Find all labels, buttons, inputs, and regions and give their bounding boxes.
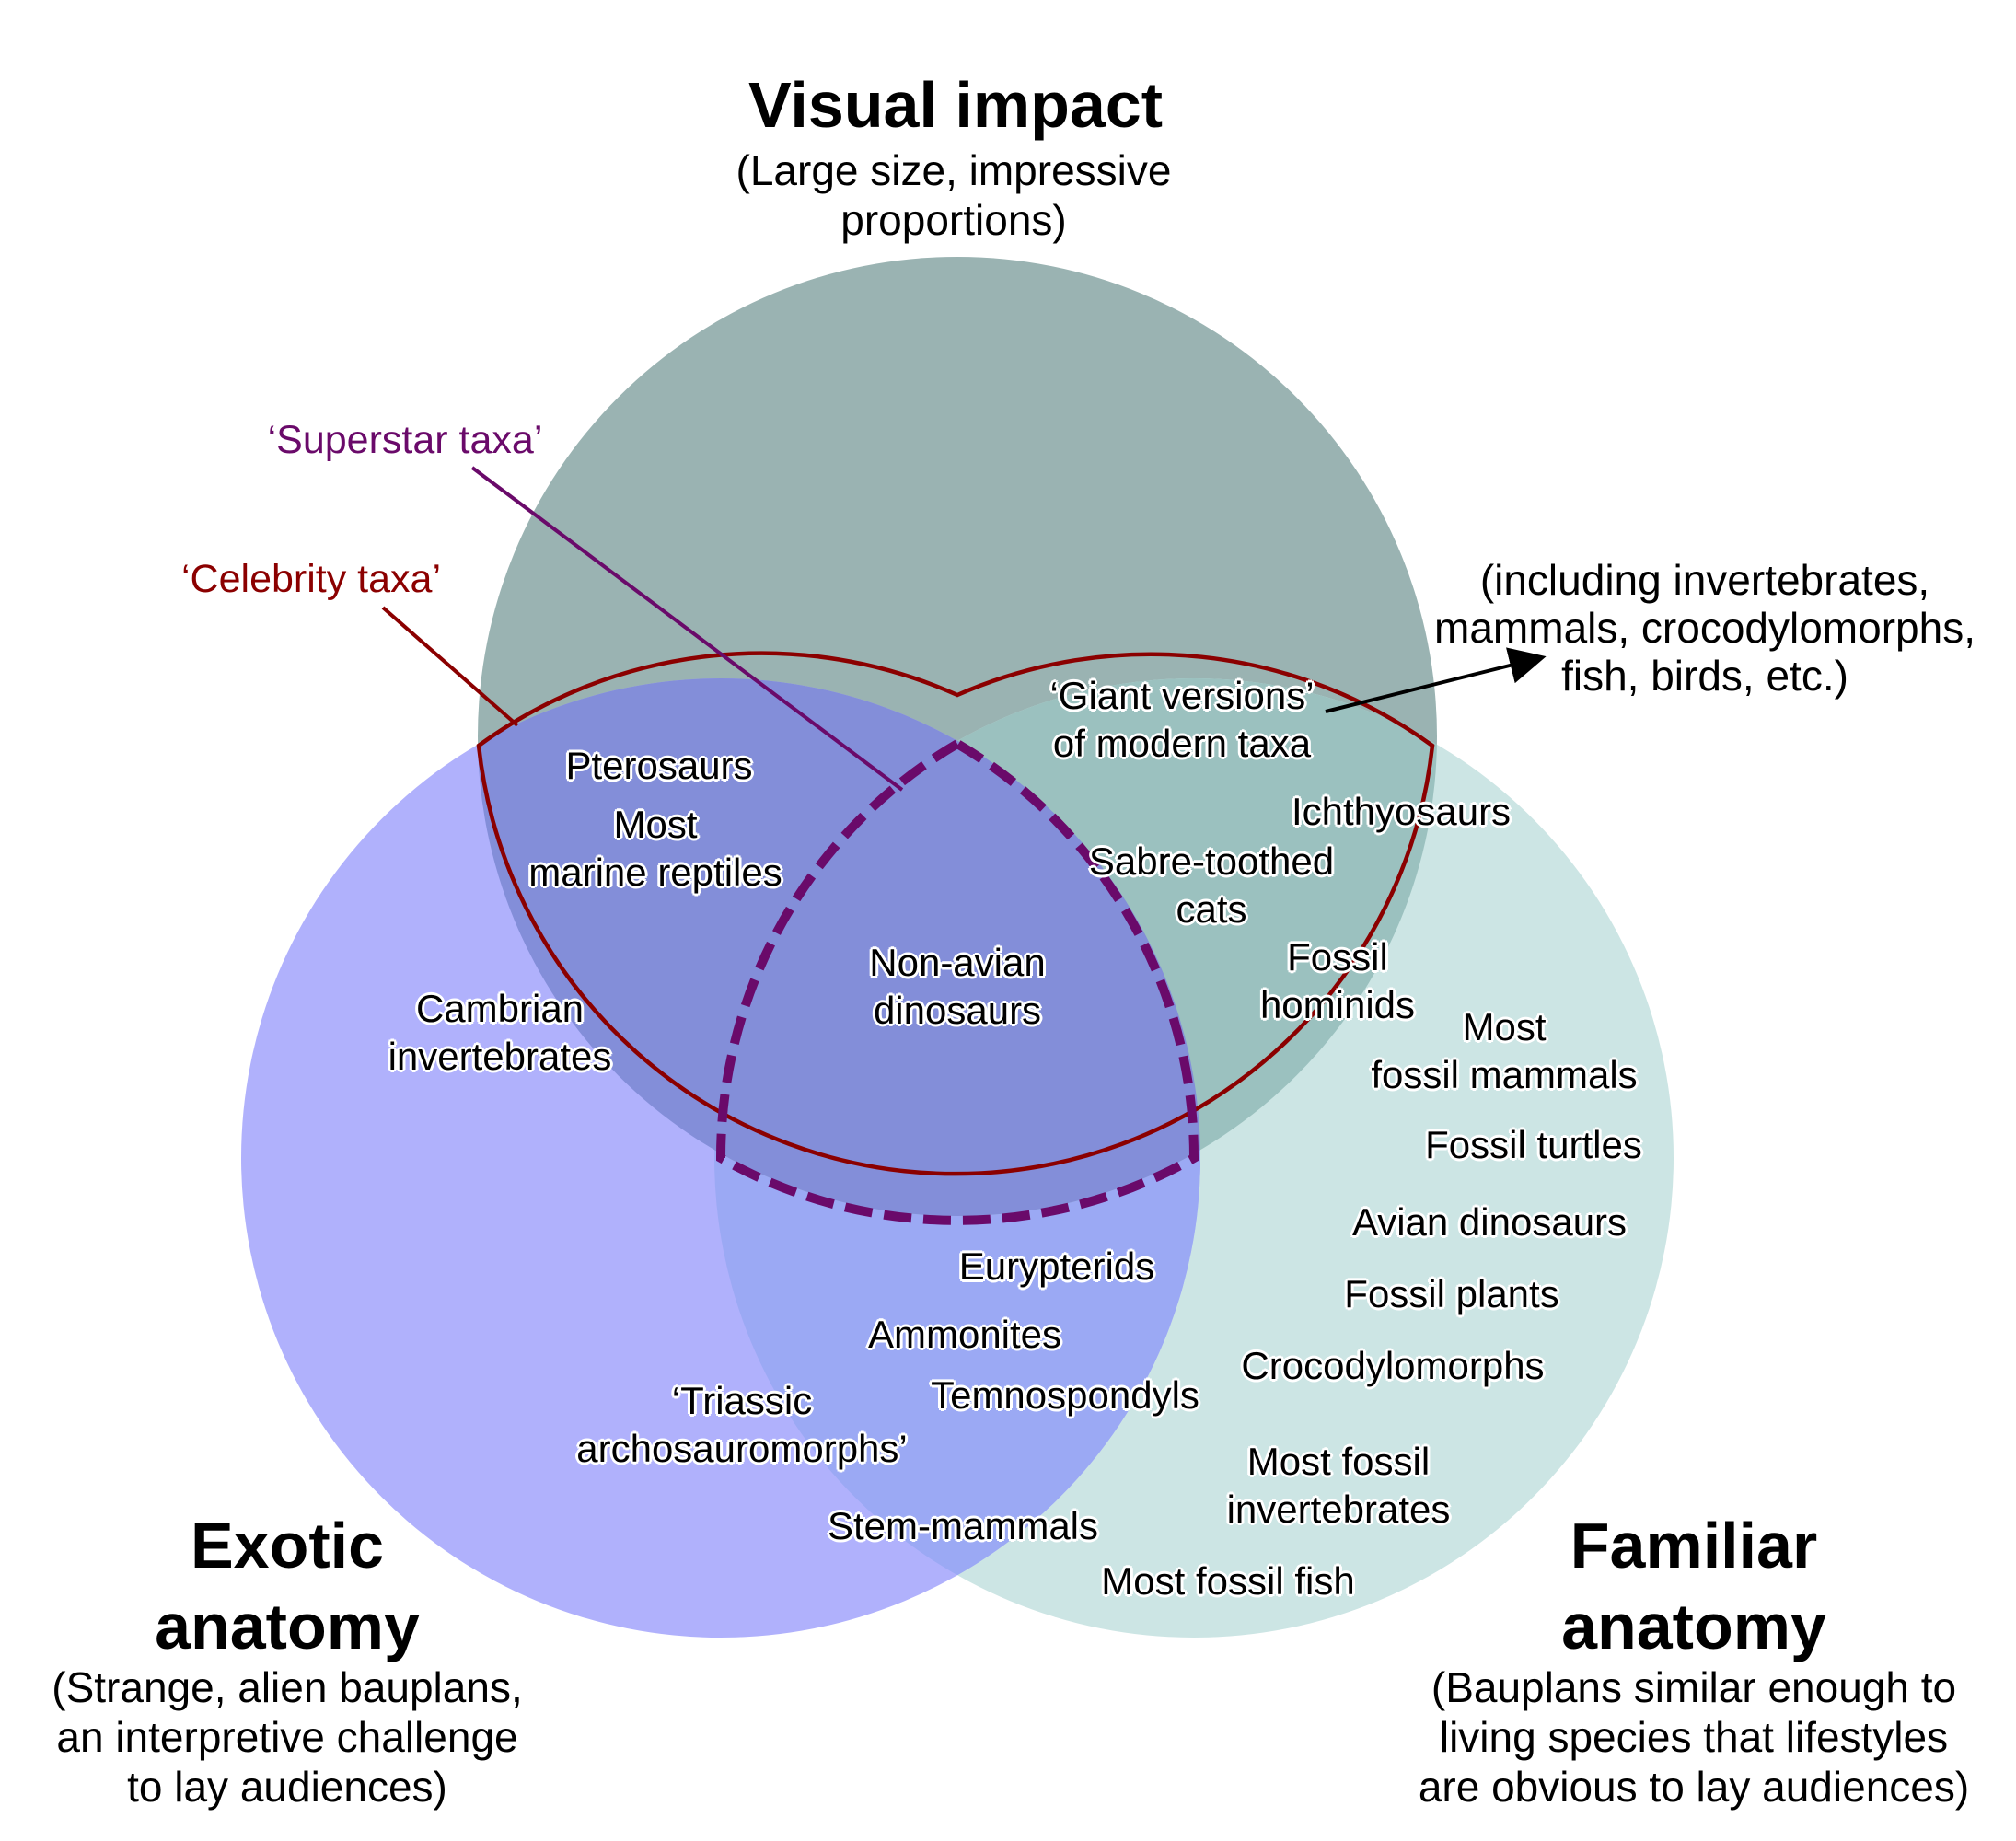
- familiar-anatomy-title: Familiar anatomy: [1561, 1505, 1826, 1667]
- item-line: Most: [1462, 1005, 1547, 1048]
- subtitle-line: (Strange, alien bauplans,: [52, 1663, 523, 1711]
- visual-impact-subtitle: (Large size, impressive proportions): [736, 145, 1172, 245]
- item-line: of modern taxa: [1052, 722, 1312, 765]
- celebrity-taxa-outline: [476, 651, 1435, 1176]
- familiar-anatomy-subtitle: (Bauplans similar enough to living speci…: [1419, 1662, 1969, 1812]
- visual-impact-title: Visual impact: [747, 69, 1164, 141]
- subtitle-line: to lay audiences): [127, 1763, 447, 1811]
- title-line: anatomy: [1561, 1591, 1826, 1662]
- celebrity-leader-line: [381, 606, 519, 727]
- superstar-leader-line: [470, 466, 904, 792]
- item-stem-mammals: Stem-mammals: [827, 1504, 1099, 1547]
- celebrity-taxa-label: ‘Celebrity taxa’: [181, 557, 441, 601]
- item-fossil-fish: Most fossil fish: [1101, 1559, 1355, 1603]
- exotic-anatomy-subtitle: (Strange, alien bauplans, an interpretiv…: [52, 1662, 522, 1812]
- item-triassic-archosauromorphs: ‘Triassic archosauromorphs’: [576, 1377, 908, 1473]
- item-line: Non-avian: [869, 941, 1046, 984]
- item-line: marine reptiles: [528, 851, 782, 894]
- superstar-taxa-outline: [715, 738, 1199, 1225]
- note-line: (including invertebrates,: [1479, 556, 1930, 604]
- item-cambrian-invertebrates: Cambrian invertebrates: [388, 985, 612, 1081]
- item-line: Fossil: [1287, 935, 1388, 978]
- item-giant-versions: ‘Giant versions’ of modern taxa: [1049, 672, 1314, 768]
- item-line: Most: [613, 803, 698, 846]
- item-ichthyosaurs: Ichthyosaurs: [1291, 790, 1512, 833]
- item-crocodylomorphs: Crocodylomorphs: [1241, 1344, 1545, 1387]
- subtitle-line: proportions): [840, 196, 1067, 244]
- subtitle-line: an interpretive challenge: [56, 1713, 518, 1761]
- item-line: ‘Giant versions’: [1049, 674, 1315, 717]
- item-ammonites: Ammonites: [867, 1313, 1062, 1356]
- title-line: Familiar: [1570, 1510, 1818, 1581]
- title-line: anatomy: [155, 1591, 420, 1662]
- giant-versions-arrow: [1325, 647, 1547, 713]
- item-line: Sabre-toothed: [1088, 839, 1335, 883]
- item-line: hominids: [1259, 983, 1416, 1026]
- item-pterosaurs: Pterosaurs: [565, 744, 753, 787]
- subtitle-line: living species that lifestyles: [1439, 1713, 1949, 1761]
- subtitle-line: (Bauplans similar enough to: [1431, 1663, 1957, 1711]
- subtitle-line: (Large size, impressive: [736, 146, 1172, 194]
- item-fossil-turtles: Fossil turtles: [1425, 1123, 1642, 1166]
- note-line: fish, birds, etc.): [1561, 652, 1848, 700]
- item-line: invertebrates: [388, 1035, 612, 1078]
- item-line: cats: [1176, 887, 1247, 931]
- exotic-anatomy-title: Exotic anatomy: [155, 1505, 420, 1667]
- subtitle-line: are obvious to lay audiences): [1418, 1763, 1970, 1811]
- item-line: archosauromorphs’: [576, 1427, 908, 1470]
- item-line: Cambrian: [415, 987, 585, 1030]
- item-line: Most fossil: [1246, 1440, 1431, 1483]
- note-line: mammals, crocodylomorphs,: [1434, 604, 1975, 652]
- item-fossil-invertebrates: Most fossil invertebrates: [1227, 1438, 1451, 1534]
- including-note: (including invertebrates, mammals, croco…: [1434, 556, 1975, 700]
- item-line: fossil mammals: [1371, 1053, 1638, 1096]
- item-fossil-hominids: Fossil hominids: [1260, 933, 1415, 1029]
- item-line: invertebrates: [1226, 1488, 1451, 1531]
- item-eurypterids: Eurypterids: [958, 1245, 1155, 1288]
- item-non-avian-dinosaurs: Non-avian dinosaurs: [869, 939, 1045, 1035]
- item-temnospondyls: Temnospondyls: [931, 1373, 1199, 1417]
- superstar-taxa-label: ‘Superstar taxa’: [267, 418, 543, 462]
- title-line: Exotic: [190, 1510, 385, 1581]
- item-fossil-plants: Fossil plants: [1344, 1272, 1559, 1315]
- item-marine-reptiles: Most marine reptiles: [528, 801, 782, 897]
- item-sabre-toothed-cats: Sabre-toothed cats: [1089, 838, 1334, 933]
- item-fossil-mammals: Most fossil mammals: [1371, 1003, 1637, 1099]
- item-line: ‘Triassic: [671, 1379, 813, 1422]
- item-avian-dinosaurs: Avian dinosaurs: [1351, 1200, 1628, 1244]
- item-line: dinosaurs: [873, 989, 1042, 1032]
